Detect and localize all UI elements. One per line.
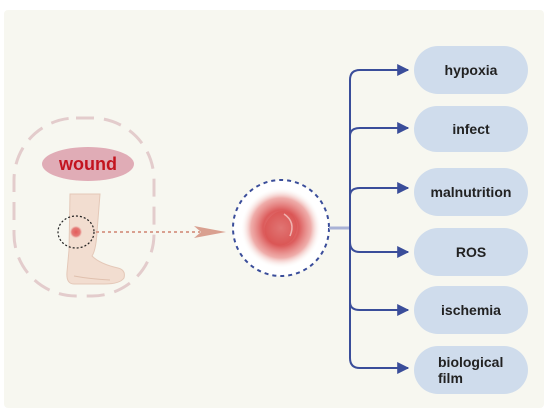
effect-ros: ROS (414, 228, 528, 276)
bracket-bottom-curve (349, 357, 361, 369)
magnified-wound-core (264, 211, 297, 246)
arrow-ischemia (349, 301, 410, 316)
effect-hypoxia: hypoxia (414, 46, 528, 94)
wound-region-outline (12, 116, 156, 298)
wound-label: wound (59, 153, 117, 174)
wound-label-pill (42, 147, 134, 181)
effect-ischemia: ischemia (414, 286, 528, 334)
arrow-malnutrition (349, 182, 410, 197)
bracket-top-curve (349, 69, 361, 81)
arrow-infect (349, 122, 410, 137)
magnify-arrowhead (194, 226, 226, 238)
effect-infect: infect (414, 106, 528, 152)
leg-wound-highlight (57, 215, 95, 249)
leg-wound-spot (70, 226, 82, 238)
effect-malnutrition: malnutrition (414, 168, 528, 216)
arrow-ros (349, 241, 410, 258)
effect-biological-film: biological film (414, 346, 528, 394)
wound-shine (283, 213, 293, 237)
